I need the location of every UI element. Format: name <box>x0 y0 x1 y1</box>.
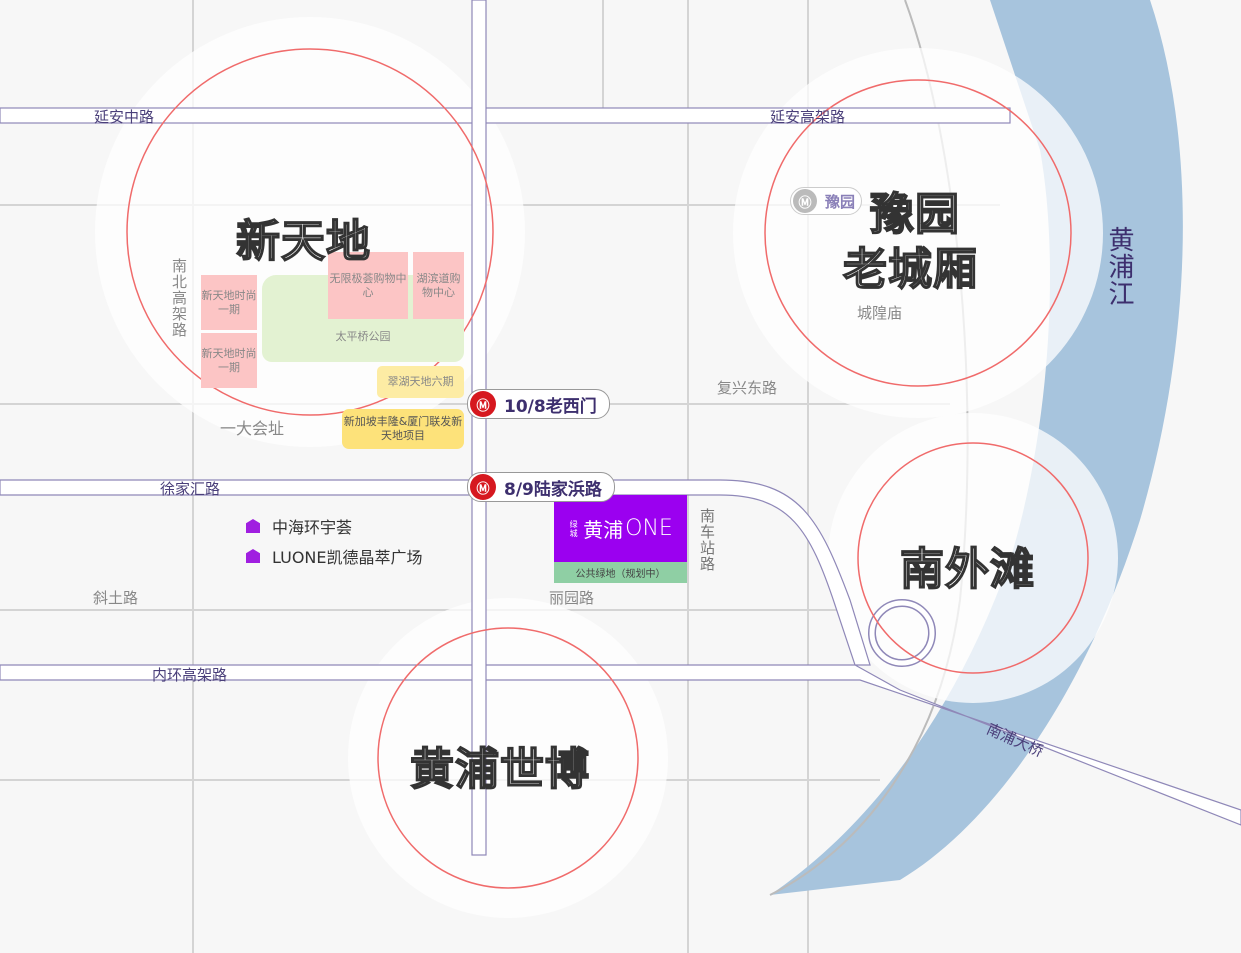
area-yuyuan: 豫园 <box>869 188 960 241</box>
road-xujiahui: 徐家汇路 <box>160 480 221 498</box>
area-xintiandi: 新天地 <box>235 215 371 268</box>
block-fashion-2: 新天地时尚一期 <box>201 333 257 388</box>
block-hubindao: 湖滨道购物中心 <box>413 252 464 319</box>
area-circles <box>126 48 1089 889</box>
road-xietu: 斜土路 <box>93 589 139 607</box>
main-roads <box>0 0 1241 856</box>
road-liyuan: 丽园路 <box>549 589 595 607</box>
road-yanan-middle: 延安中路 <box>94 108 155 126</box>
area-laochengxiang: 老城厢 <box>842 243 978 296</box>
poi-luone: LUONE凯德晶萃广场 <box>246 544 423 568</box>
block-wuxianji: 无限极荟购物中心 <box>328 252 408 319</box>
huangpu-river-label: 黄浦江 <box>1104 226 1134 307</box>
landmark-chenghuangmiao: 城隍庙 <box>857 304 903 322</box>
poi-zhonghai: 中海环宇荟 <box>246 514 352 538</box>
building-icon <box>246 519 260 533</box>
block-fashion-1: 新天地时尚一期 <box>201 275 257 330</box>
area-nanwaitan: 南外滩 <box>899 543 1035 596</box>
project-green-space: 公共绿地（规划中） <box>554 562 687 583</box>
area-huangpu-expo: 黄浦世博 <box>409 743 590 796</box>
project-logo: 绿城 黄浦 ONE <box>554 495 687 562</box>
road-fuxing-east: 复兴东路 <box>717 379 778 397</box>
block-cuihu: 翠湖天地六期 <box>377 366 464 398</box>
block-xinjiapo: 新加坡丰隆&厦门联发新天地项目 <box>342 409 464 449</box>
metro-icon: Ⓜ <box>793 189 817 213</box>
road-nanbei: 南北高架路 <box>170 258 188 338</box>
metro-icon: Ⓜ <box>470 391 496 417</box>
building-icon <box>246 549 260 563</box>
landmark-yidahuizhi: 一大会址 <box>220 419 285 438</box>
project-huangpu-one[interactable]: 绿城 黄浦 ONE 公共绿地（规划中） <box>554 495 687 583</box>
road-nanchezhan: 南车站路 <box>698 508 716 572</box>
road-yanan-elevated: 延安高架路 <box>770 108 846 126</box>
metro-icon: Ⓜ <box>470 474 496 500</box>
road-neihuan: 内环高架路 <box>152 666 228 684</box>
